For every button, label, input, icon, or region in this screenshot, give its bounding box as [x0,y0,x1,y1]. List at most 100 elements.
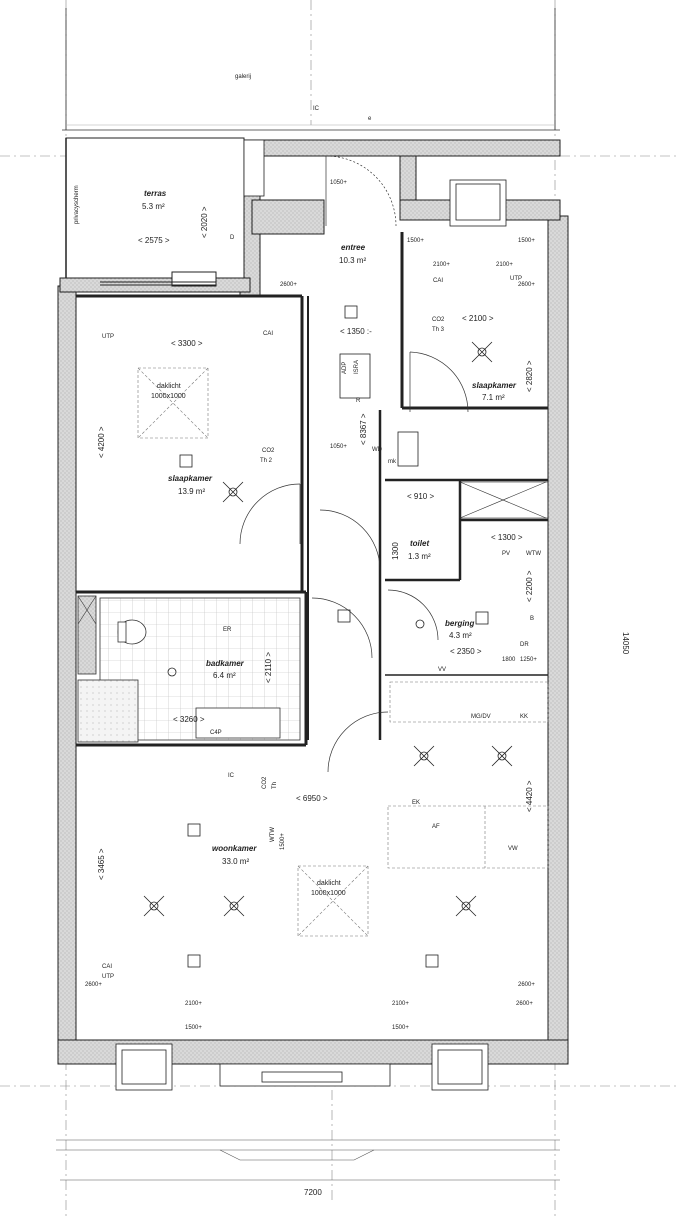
berging-area: 4.3 m² [449,631,472,640]
ic-liv-label: IC [228,773,234,779]
utp-bed1: UTP [510,276,522,282]
living-2100-b: 2100+ [392,1001,409,1007]
toilet-dim-w: < 910 > [407,492,435,501]
slaapkamer1-area: 7.1 m² [482,393,505,402]
co2-bed1: CO2 [432,317,445,323]
living-2600-b: 2600+ [516,1001,533,1007]
slaapkamer2-name: slaapkamer [168,474,213,483]
kitchen [387,481,549,869]
badkamer-name: badkamer [206,659,244,668]
entree-area: 10.3 m² [339,256,367,265]
terras-d-label: D [230,235,235,241]
co2-bed2: CO2 [262,448,275,454]
electrical-boxes [179,305,489,968]
slaapkamer2-dim-w: < 3300 > [171,339,203,348]
wtw-liv-height: 1500+ [280,833,286,850]
b-label: B [530,616,535,622]
terras-area [65,137,245,287]
berging-dim-w2: < 1300 > [491,533,523,542]
h1800-label: 1800 [502,657,516,663]
light-fixtures [143,341,513,917]
vv-label: VV [438,667,447,673]
privacyscherm-label: privacyscherm [74,185,80,224]
total-width: 7200 [304,1188,322,1197]
terras-dim-h: < 2020 > [200,206,209,238]
e-top-label: e [368,116,372,122]
hall-1050b-label: 1050+ [330,444,347,450]
af-label: AF [432,824,440,830]
mgdv-label: MG/DV [471,714,491,720]
skylights [137,367,369,937]
bottom-edge [56,1139,560,1181]
cai-bed1: CAI [433,278,444,284]
adp-label: ADP [342,361,348,374]
berging-dim-h: < 2200 > [525,570,534,602]
ek-label: EK [412,800,421,806]
kk-label: KK [520,714,529,720]
cai-liv-label: CAI [102,964,113,970]
living-1500-b: 1500+ [392,1025,409,1031]
slaapkamer1-dim-h: < 2820 > [525,360,534,392]
toilet-dim-h: 1300 [391,542,400,560]
berging-name: berging [445,619,475,628]
skylight2-line1: daklicht [317,880,341,887]
slaapkamer1-dim-w: < 2100 > [462,314,494,323]
terras-dim-w: < 2575 > [138,236,170,245]
total-height: 14050 [621,632,630,655]
entree-dim: < 1350 :- [340,327,372,336]
windows [115,139,507,1091]
ic-top-label: IC [313,106,319,112]
woonkamer-name: woonkamer [212,844,257,853]
badkamer-area: 6.4 m² [213,671,236,680]
woonkamer-area: 33.0 m² [222,857,250,866]
badkamer-tiles [77,595,301,743]
living-2600-a: 2600+ [85,982,102,988]
terras-name: terras [144,189,167,198]
th-liv-label: Th [272,781,278,789]
slaapkamer2-dim-h: < 4200 > [97,426,106,458]
skylight1-line1: daklicht [157,383,181,390]
living-1500-a: 1500+ [185,1025,202,1031]
berging-dim-w: < 2350 > [450,647,482,656]
utp-liv-label: UTP [102,974,114,980]
th-bed1: Th 3 [432,327,445,333]
utp-bed2: UTP [102,334,114,340]
wtw-label: WTW [526,551,541,557]
wd-label: WD [372,447,382,453]
living-2100-a: 2100+ [185,1001,202,1007]
vw-label: VW [508,846,518,852]
interior-walls [76,232,548,747]
r-label: R [356,398,361,404]
dr-label: DR [520,642,529,648]
entree-name: entree [341,243,366,252]
skylight2-line2: 1000x1000 [311,890,346,897]
pv-label: PV [502,551,511,557]
height-2100-a: 2100+ [433,262,450,268]
hall-dim: < 8367 > [359,413,368,445]
height-2600-b: 2600+ [280,282,297,288]
galerij-label: galerij [235,74,252,80]
h1250-label: 1250+ [520,657,537,663]
height-1500-a: 1500+ [407,238,424,244]
er-label: ER [223,627,232,633]
terras-area: 5.3 m² [142,202,165,211]
th-bed2: Th 2 [260,458,273,464]
mk-label: mk [388,459,396,465]
skylight1-line2: 1000x1000 [151,393,186,400]
toilet-name: toilet [410,539,430,548]
badkamer-dim-h: < 2110 > [264,652,273,683]
slaapkamer1-name: slaapkamer [472,381,517,390]
doors [239,155,469,773]
cai-bed2: CAI [263,331,274,337]
wtw-liv-label: WTW [270,827,276,842]
height-2600-a: 2600+ [518,282,535,288]
co2-liv-label: CO2 [262,776,268,789]
woonkamer-dim-w: < 6950 > [296,794,328,803]
woonkamer-dim-h2: < 4420 > [525,780,534,812]
toilet-area: 1.3 m² [408,552,431,561]
hall-1050-label: 1050+ [330,180,347,186]
height-1500-b: 1500+ [518,238,535,244]
height-2600-c: 2600+ [518,982,535,988]
galerij [62,8,560,131]
